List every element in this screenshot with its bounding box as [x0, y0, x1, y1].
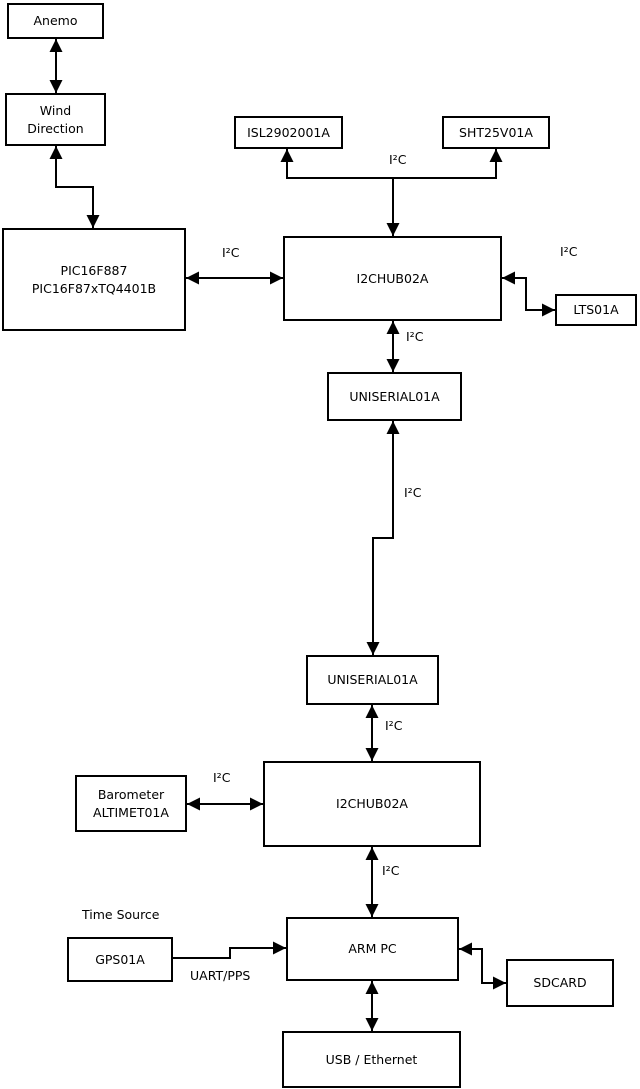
edge-label-i2c-barometer: I²C	[213, 770, 231, 785]
node-isl2902001a: ISL2902001A	[234, 116, 343, 149]
edge-label-i2c-uniserial-hub2: I²C	[385, 718, 403, 733]
edge-label-i2c-pic-hub: I²C	[222, 245, 240, 260]
node-barometer-altimet01a: Barometer ALTIMET01A	[75, 775, 187, 832]
edge-label-i2c-sensors: I²C	[389, 152, 407, 167]
edge-label-time-source: Time Source	[82, 907, 160, 922]
connector-sensorbus-sht	[393, 149, 503, 179]
node-lts01a: LTS01A	[555, 294, 637, 326]
node-usb-ethernet: USB / Ethernet	[282, 1031, 461, 1088]
edge-label-uart-pps: UART/PPS	[190, 968, 251, 983]
node-i2chub02a-top: I2CHUB02A	[283, 236, 502, 321]
edge-label-i2c-hub2-arm: I²C	[382, 863, 400, 878]
connector-sensorbus-isl	[280, 149, 393, 179]
edge-label-i2c-hub-uniserial: I²C	[406, 329, 424, 344]
connector-winddirection-pic	[49, 146, 100, 228]
node-uniserial01a-top: UNISERIAL01A	[327, 372, 462, 421]
connector-hub1-lts	[502, 271, 555, 317]
node-arm-pc: ARM PC	[286, 917, 459, 981]
node-wind-direction: Wind Direction	[5, 93, 106, 146]
edge-label-i2c-hub-lts: I²C	[560, 244, 578, 259]
node-uniserial01a-bottom: UNISERIAL01A	[306, 655, 439, 705]
connector-uniserial1-uniserial2	[366, 421, 400, 655]
edge-label-i2c-long-link: I²C	[404, 485, 422, 500]
connector-armpc-sdcard	[459, 942, 506, 990]
node-sht25v01a: SHT25V01A	[442, 116, 550, 149]
node-anemo: Anemo	[7, 3, 104, 39]
node-gps01a: GPS01A	[67, 937, 173, 982]
node-pic16f887: PIC16F887 PIC16F87xTQ4401B	[2, 228, 186, 331]
node-sdcard: SDCARD	[506, 959, 614, 1007]
node-i2chub02a-bottom: I2CHUB02A	[263, 761, 481, 847]
connector-gps-armpc	[173, 941, 286, 959]
